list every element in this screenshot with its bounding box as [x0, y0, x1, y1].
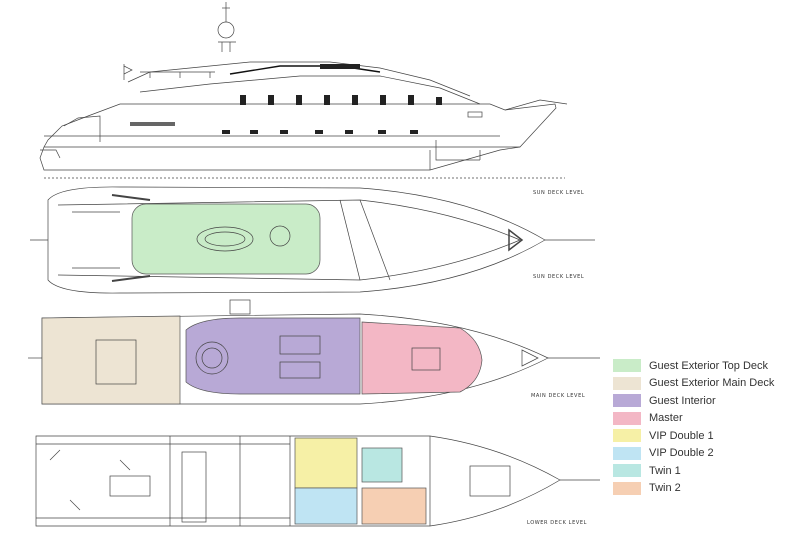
legend-swatch: [613, 464, 641, 478]
legend-label: VIP Double 1: [649, 429, 714, 442]
legend-label: Twin 2: [649, 482, 681, 495]
deck-label-sun-top: SUN DECK LEVEL: [533, 190, 585, 196]
legend-swatch: [613, 359, 641, 373]
legend-item-guest-exterior-main-deck: Guest Exterior Main Deck: [613, 375, 774, 393]
legend-label: VIP Double 2: [649, 447, 714, 460]
legend-swatch: [613, 394, 641, 408]
legend-swatch: [613, 446, 641, 460]
legend-swatch: [613, 411, 641, 425]
legend-item-twin-2: Twin 2: [613, 480, 774, 498]
sun-deck-plan: [30, 186, 595, 294]
legend-label: Master: [649, 412, 683, 425]
legend-label: Twin 1: [649, 464, 681, 477]
legend-item-master: Master: [613, 410, 774, 428]
deck-label-lower: LOWER DECK LEVEL: [527, 520, 587, 526]
legend-swatch: [613, 481, 641, 495]
legend-swatch: [613, 376, 641, 390]
legend-label: Guest Interior: [649, 394, 716, 407]
legend-label: Guest Exterior Top Deck: [649, 359, 769, 372]
yacht-profile-drawing: [39, 2, 568, 179]
legend-item-twin-1: Twin 1: [613, 462, 774, 480]
deck-label-main: MAIN DECK LEVEL: [531, 393, 586, 399]
legend-item-guest-interior: Guest Interior: [613, 392, 774, 410]
lower-deck-plan: [35, 435, 600, 527]
main-deck-plan: [28, 299, 600, 405]
profile-windows: [130, 64, 442, 134]
zone-legend: Guest Exterior Top Deck Guest Exterior M…: [613, 357, 774, 497]
legend-label: Guest Exterior Main Deck: [649, 377, 775, 390]
legend-item-vip-double-1: VIP Double 1: [613, 427, 774, 445]
legend-swatch: [613, 429, 641, 443]
deck-label-sun: SUN DECK LEVEL: [533, 274, 585, 280]
legend-item-guest-exterior-top-deck: Guest Exterior Top Deck: [613, 357, 774, 375]
legend-item-vip-double-2: VIP Double 2: [613, 445, 774, 463]
